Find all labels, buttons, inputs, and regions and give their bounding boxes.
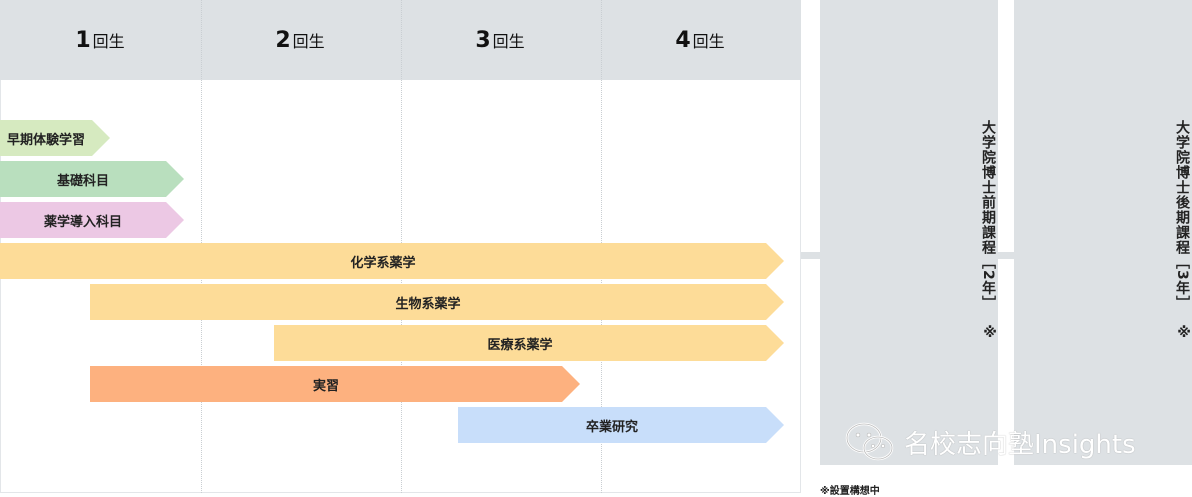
course-bar-label: 実習 bbox=[312, 378, 339, 394]
year-suffix: 回生 bbox=[692, 32, 725, 51]
graduate-doctoral-column: 大学院博士後期課程 ［3年］ ※ bbox=[1014, 0, 1192, 465]
course-bar-label: 化学系薬学 bbox=[350, 255, 416, 271]
course-bar-basic: 基礎科目 bbox=[0, 161, 184, 197]
graduate-duration: ［3年］ bbox=[1174, 255, 1190, 311]
graduate-duration: ［2年］ bbox=[980, 255, 996, 311]
year-suffix: 回生 bbox=[492, 32, 525, 51]
course-bar-label: 生物系薬学 bbox=[395, 296, 461, 312]
wechat-icon bbox=[845, 422, 894, 461]
course-bar-label: 早期体験学習 bbox=[6, 132, 85, 148]
course-bar-label: 卒業研究 bbox=[585, 419, 638, 435]
course-bar-label: 薬学導入科目 bbox=[43, 214, 122, 230]
connector bbox=[998, 252, 1014, 259]
graduate-name: 大学院博士前期課程 bbox=[980, 120, 996, 255]
course-bar-biology: 生物系薬学 bbox=[90, 284, 784, 320]
year-number: 4 bbox=[675, 28, 691, 53]
course-bar-chemistry: 化学系薬学 bbox=[0, 243, 784, 279]
year-number: 3 bbox=[475, 28, 491, 53]
graduate-masters-label: 大学院博士前期課程 ［2年］ ※ bbox=[820, 120, 998, 342]
course-bar-early-experience: 早期体験学習 bbox=[0, 120, 110, 156]
course-bar-pharmacy-intro: 薬学導入科目 bbox=[0, 202, 184, 238]
course-bar-label: 医療系薬学 bbox=[487, 337, 553, 353]
connector bbox=[801, 252, 820, 259]
footnote: ※設置構想中 bbox=[820, 486, 880, 497]
watermark-text: 名校志向塾Insights bbox=[904, 429, 1136, 460]
course-bar-graduation-research: 卒業研究 bbox=[458, 407, 784, 443]
graduate-doctoral-label: 大学院博士後期課程 ［3年］ ※ bbox=[1014, 120, 1192, 342]
year-suffix: 回生 bbox=[292, 32, 325, 51]
graduate-masters-column: 大学院博士前期課程 ［2年］ ※ bbox=[820, 0, 998, 465]
year-number: 2 bbox=[275, 28, 291, 53]
year-number: 1 bbox=[75, 28, 91, 53]
year-suffix: 回生 bbox=[92, 32, 125, 51]
course-bar-clinical: 医療系薬学 bbox=[274, 325, 784, 361]
course-bar-practical: 実習 bbox=[90, 366, 580, 402]
watermark: 名校志向塾Insights bbox=[842, 420, 1136, 464]
graduate-mark: ※ bbox=[982, 324, 998, 342]
graduate-name: 大学院博士後期課程 bbox=[1174, 120, 1190, 255]
graduate-mark: ※ bbox=[1176, 324, 1192, 342]
course-bar-label: 基礎科目 bbox=[56, 173, 109, 189]
